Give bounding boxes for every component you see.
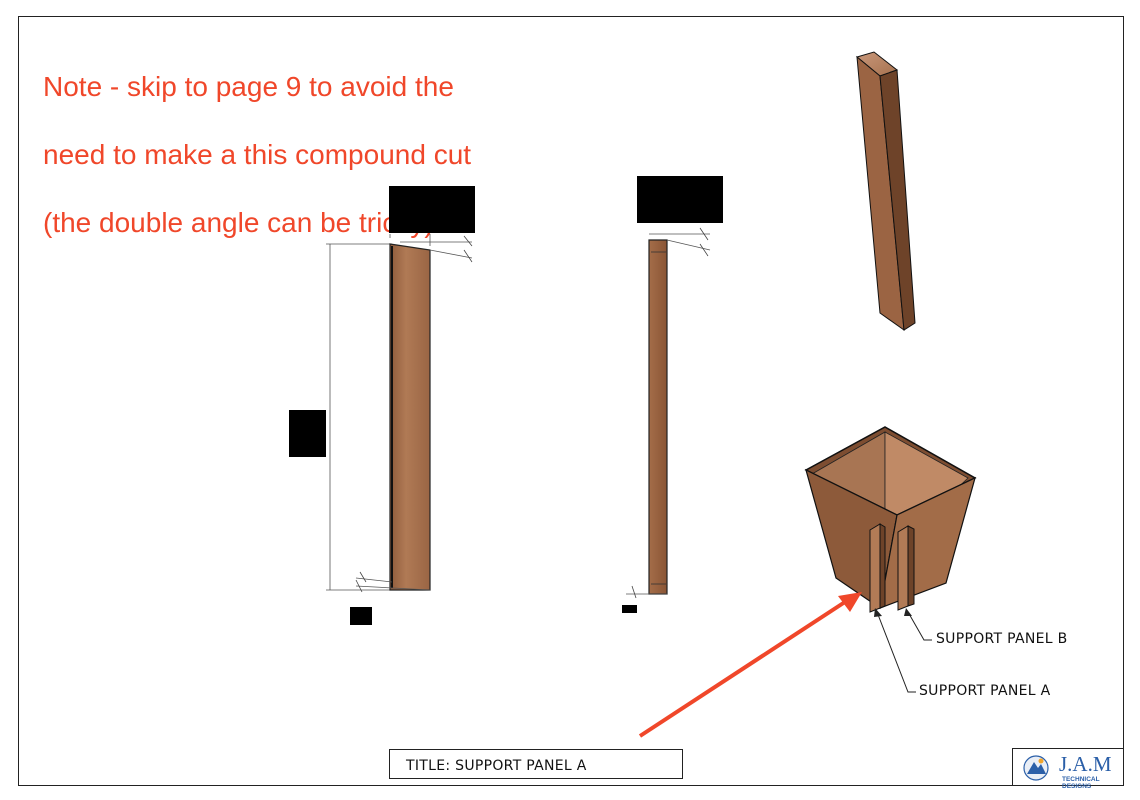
drawing-border <box>18 16 1124 786</box>
note-text: Note - skip to page 9 to avoid the need … <box>43 36 471 274</box>
title-text: TITLE: SUPPORT PANEL A <box>406 758 587 774</box>
planter-assembly <box>804 426 977 613</box>
callout-leaders <box>874 608 932 693</box>
isometric-panel <box>855 51 916 332</box>
note-line: need to make a this compound cut <box>43 139 472 170</box>
redacted-block <box>622 605 637 613</box>
red-arrow <box>638 592 862 738</box>
logo-subtitle: TECHNICAL DESIGNS <box>1062 776 1100 790</box>
redacted-block <box>289 410 326 457</box>
side-view <box>626 227 711 599</box>
callout-support-panel-b: SUPPORT PANEL B <box>936 631 1068 647</box>
title-block: TITLE: SUPPORT PANEL A <box>389 749 683 779</box>
logo-block: J.A.M TECHNICAL DESIGNS <box>1012 748 1124 790</box>
redacted-block <box>389 186 475 233</box>
redacted-block <box>637 176 723 223</box>
note-line: Note - skip to page 9 to avoid the <box>43 71 454 102</box>
logo-icon <box>1023 755 1049 781</box>
front-view <box>326 234 473 593</box>
logo-name: J.A.M <box>1059 752 1112 776</box>
callout-support-panel-a: SUPPORT PANEL A <box>919 683 1051 699</box>
redacted-block <box>350 607 372 625</box>
